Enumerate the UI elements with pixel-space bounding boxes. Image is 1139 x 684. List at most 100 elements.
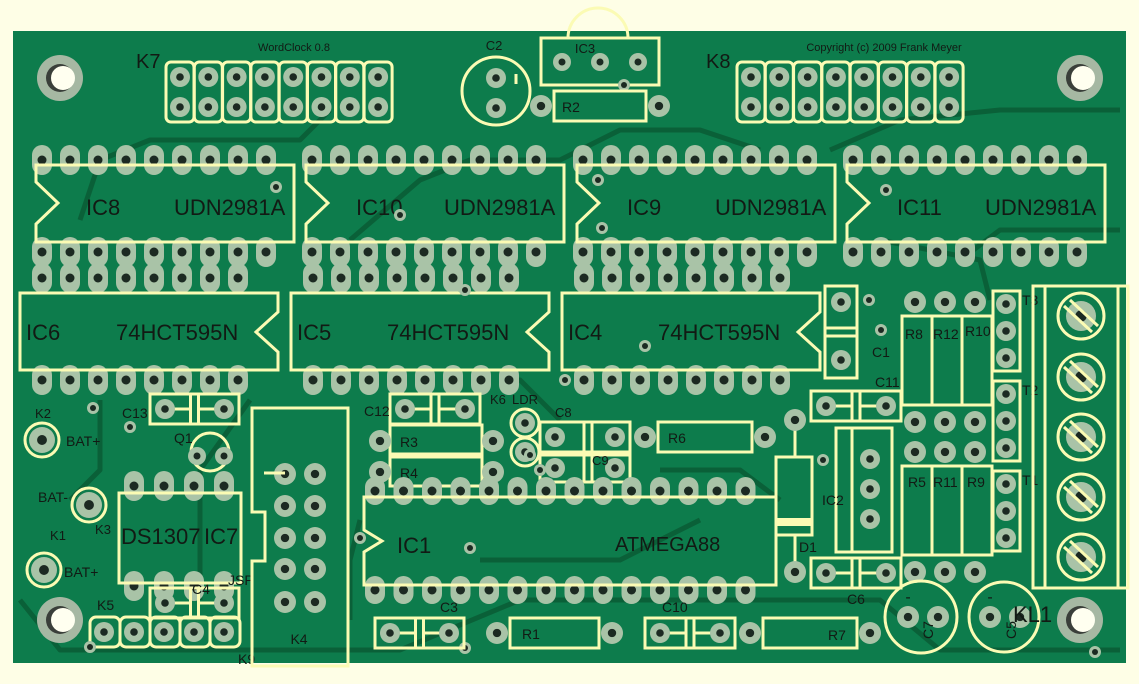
pad-hole	[747, 103, 755, 111]
pad	[304, 558, 326, 580]
label-k7: K7	[136, 51, 160, 73]
oval-pad	[471, 365, 491, 395]
pad	[739, 622, 761, 644]
pad	[831, 292, 851, 312]
pad	[155, 399, 175, 419]
label-k2: K2	[35, 406, 51, 421]
oval-pad	[358, 237, 378, 267]
via-hole	[562, 377, 568, 383]
trace	[348, 127, 761, 242]
pad	[979, 606, 1001, 628]
oval-pad	[1011, 145, 1031, 175]
oval-pad	[358, 145, 378, 175]
pad	[996, 384, 1016, 404]
pad-hole	[876, 247, 886, 257]
pad-hole	[37, 247, 47, 257]
oval-pad	[735, 576, 756, 604]
pad-hole	[310, 533, 320, 543]
label-c7: C7	[920, 621, 936, 639]
label-r11: R11	[933, 474, 958, 490]
pad	[530, 95, 552, 117]
via	[459, 284, 471, 296]
label-ldr: LDR	[512, 392, 538, 407]
pad-hole	[484, 585, 494, 595]
pad-hole	[386, 629, 394, 637]
oval-pad	[200, 237, 220, 267]
pad	[214, 622, 234, 642]
c7-outline	[883, 579, 959, 655]
silk-line	[1062, 425, 1094, 455]
pad-hole	[663, 375, 673, 385]
oval-pad	[499, 365, 519, 395]
pad-hole	[193, 452, 201, 460]
pad-hole	[882, 402, 890, 410]
pad	[939, 97, 960, 117]
pad-hole	[536, 101, 546, 111]
pad	[882, 67, 903, 87]
pad-hole	[346, 73, 354, 81]
screw-terminal-outline	[1056, 472, 1106, 522]
pad-hole	[335, 247, 345, 257]
silk-line	[1068, 419, 1100, 449]
silk-line	[1062, 545, 1094, 575]
oval-pad	[871, 145, 891, 175]
oval-pad	[470, 237, 490, 267]
pad-hole	[129, 481, 139, 491]
via	[596, 222, 608, 234]
label-bat_plus: BAT+	[64, 564, 98, 580]
pad-hole	[848, 155, 858, 165]
oval-pad	[741, 237, 761, 267]
pad-hole	[865, 628, 875, 638]
pad	[198, 67, 219, 87]
pad	[76, 492, 102, 518]
pad-hole	[232, 73, 241, 81]
pad-hole	[427, 486, 437, 496]
via-hole	[642, 343, 648, 349]
pad-hole	[310, 469, 320, 479]
pad-hole	[1072, 155, 1082, 165]
label-r9: R9	[967, 474, 985, 490]
pad	[996, 321, 1016, 341]
pad	[124, 622, 144, 642]
oval-pad	[602, 365, 622, 395]
pad	[996, 438, 1016, 458]
pad-hole	[419, 247, 429, 257]
label-r12: R12	[933, 326, 959, 342]
label-bat_plus: BAT+	[66, 433, 100, 449]
oval-pad	[200, 365, 220, 395]
pad	[934, 561, 956, 583]
label-minus: -	[987, 589, 992, 606]
label-r8: R8	[905, 326, 923, 342]
k2-outline	[23, 421, 61, 459]
pad	[910, 97, 931, 117]
pad-hole	[219, 481, 229, 491]
pad-hole	[310, 564, 320, 574]
oval-pad	[365, 576, 385, 604]
oval-pad	[60, 263, 80, 293]
pad-hole	[233, 273, 243, 283]
oval-pad	[564, 576, 585, 604]
pad-hole	[970, 417, 980, 427]
oval-pad	[629, 145, 649, 175]
pad-hole	[233, 155, 243, 165]
oval-pad	[116, 145, 136, 175]
oval-pad	[927, 145, 947, 175]
pad-hole	[220, 405, 228, 413]
oval-pad	[88, 263, 108, 293]
pad-hole	[910, 297, 920, 307]
pad-hole	[65, 247, 75, 257]
pad-hole	[392, 273, 402, 283]
pad-hole	[307, 155, 317, 165]
pad-hole	[65, 155, 75, 165]
pad-hole	[176, 103, 184, 111]
resistor-outline	[552, 89, 648, 123]
pad-hole	[882, 569, 890, 577]
via-hole	[621, 82, 627, 88]
pad-hole	[488, 436, 498, 446]
oval-pad	[414, 145, 434, 175]
oval-pad	[443, 365, 463, 395]
via-hole	[527, 452, 533, 458]
pad-hole	[310, 501, 320, 511]
pad	[825, 67, 846, 87]
via	[124, 421, 136, 433]
